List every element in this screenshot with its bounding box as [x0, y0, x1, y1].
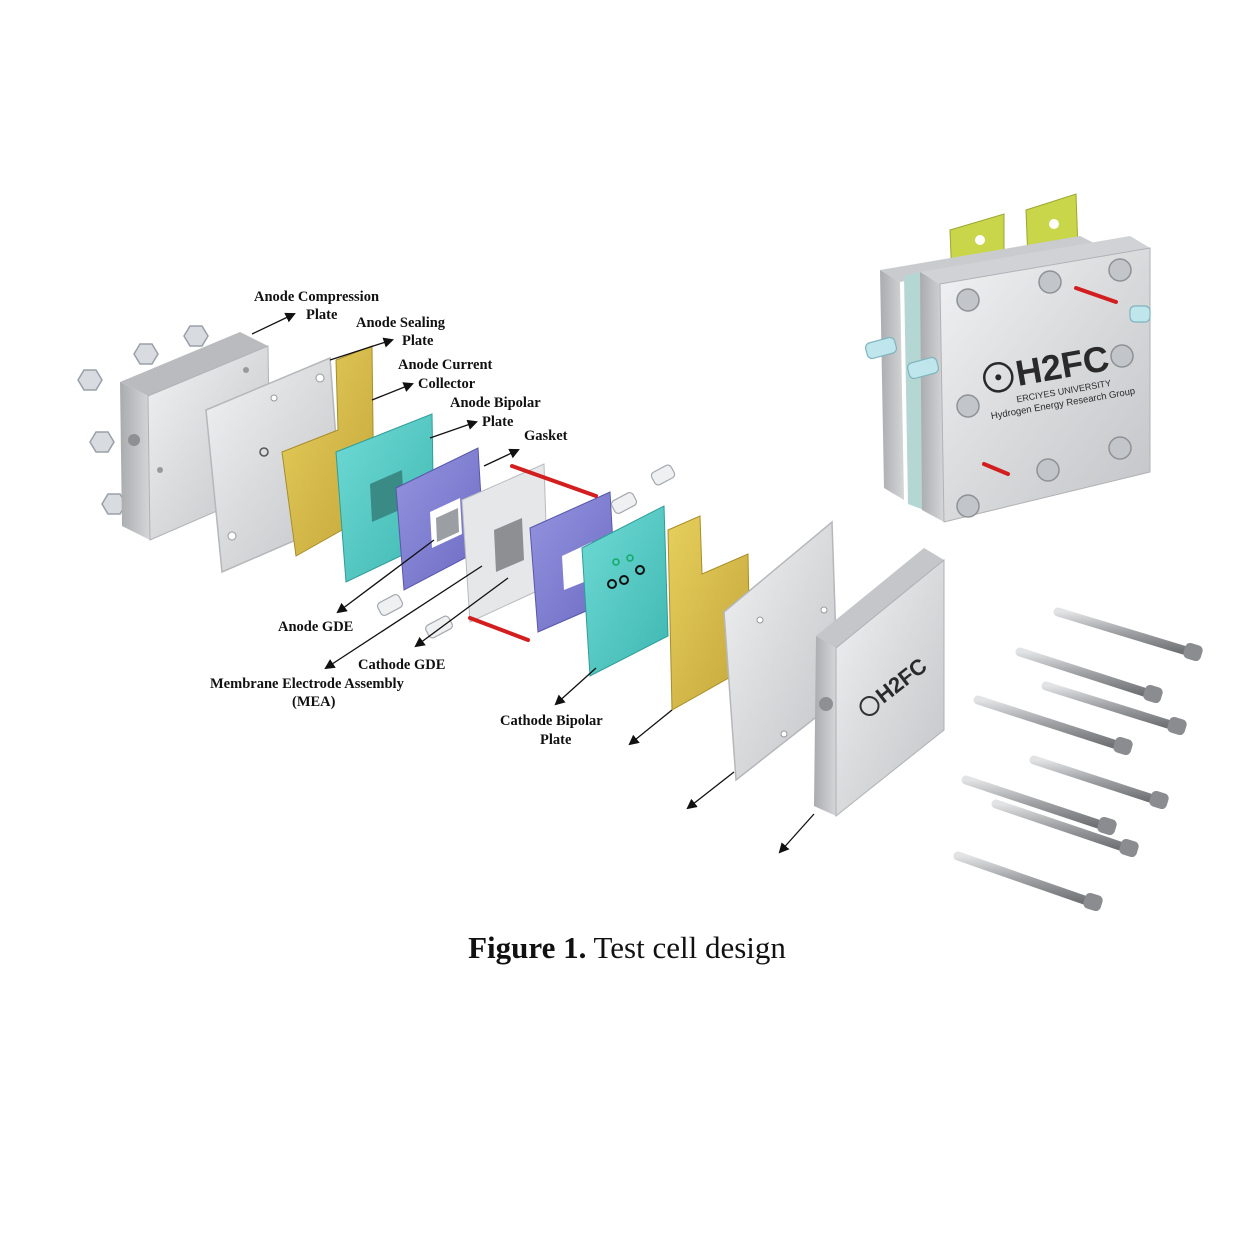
arrow: [778, 813, 815, 854]
arrow: [336, 539, 435, 614]
assembled-cell: H2FC ERCIYES UNIVERSITY Hydrogen Energy …: [864, 193, 1151, 523]
cell-fittings: [864, 305, 1151, 380]
label-mea-line1: Membrane Electrode Assembly: [210, 676, 405, 692]
figure-caption: Figure 1. Test cell design: [0, 930, 1254, 966]
label-gasket: Gasket: [524, 428, 568, 444]
cathode-bipolar-plate: [581, 505, 669, 677]
label-anode-sealing-plate-line2: Plate: [402, 333, 434, 349]
label-cathode-bipolar-plate-line1: Cathode Bipolar: [500, 713, 603, 729]
bolt: [961, 775, 1117, 836]
hex-nuts: [77, 325, 209, 515]
bolt: [1015, 647, 1163, 704]
anode-gde: [395, 447, 485, 591]
label-anode-gde: Anode GDE: [278, 619, 353, 635]
arrow: [251, 312, 296, 335]
tie-bolts: [953, 607, 1203, 912]
bolt: [953, 851, 1103, 912]
figure-caption-text: Test cell design: [593, 930, 786, 965]
arrow: [628, 709, 673, 746]
bolt: [1053, 607, 1203, 662]
arrow: [686, 771, 735, 810]
bolt: [1041, 681, 1187, 736]
gas-fittings: [376, 464, 676, 639]
bolt: [973, 695, 1133, 756]
arrow: [414, 577, 509, 648]
callout-labels: Anode Compression Plate Anode Sealing Pl…: [210, 289, 815, 854]
label-cathode-bipolar-plate-line2: Plate: [540, 732, 572, 748]
label-anode-compression-plate-line2: Plate: [306, 307, 338, 323]
red-pins: [468, 464, 598, 642]
arrow: [371, 382, 414, 401]
label-mea-line2: (MEA): [292, 694, 336, 710]
bolt: [991, 799, 1139, 858]
bolt: [1029, 755, 1169, 810]
label-anode-sealing-plate-line1: Anode Sealing: [356, 315, 446, 331]
label-anode-current-collector-line2: Collector: [418, 376, 476, 392]
label-anode-compression-plate-line1: Anode Compression: [254, 289, 379, 305]
label-cathode-gde: Cathode GDE: [358, 657, 445, 673]
label-anode-bipolar-plate-line1: Anode Bipolar: [450, 395, 541, 411]
figure-caption-prefix: Figure 1.: [468, 930, 587, 965]
gasket-membrane: [461, 463, 549, 623]
arrow: [429, 419, 478, 439]
arrow: [483, 448, 520, 467]
label-anode-bipolar-plate-line2: Plate: [482, 414, 514, 430]
arrow: [324, 565, 483, 670]
bolt-heads: [956, 258, 1134, 518]
exploded-stack: H2FC: [77, 325, 945, 818]
arrow: [554, 667, 597, 706]
label-anode-current-collector-line1: Anode Current: [398, 357, 493, 373]
arrow: [329, 337, 394, 361]
cathode-compression-plate: H2FC: [814, 548, 945, 818]
